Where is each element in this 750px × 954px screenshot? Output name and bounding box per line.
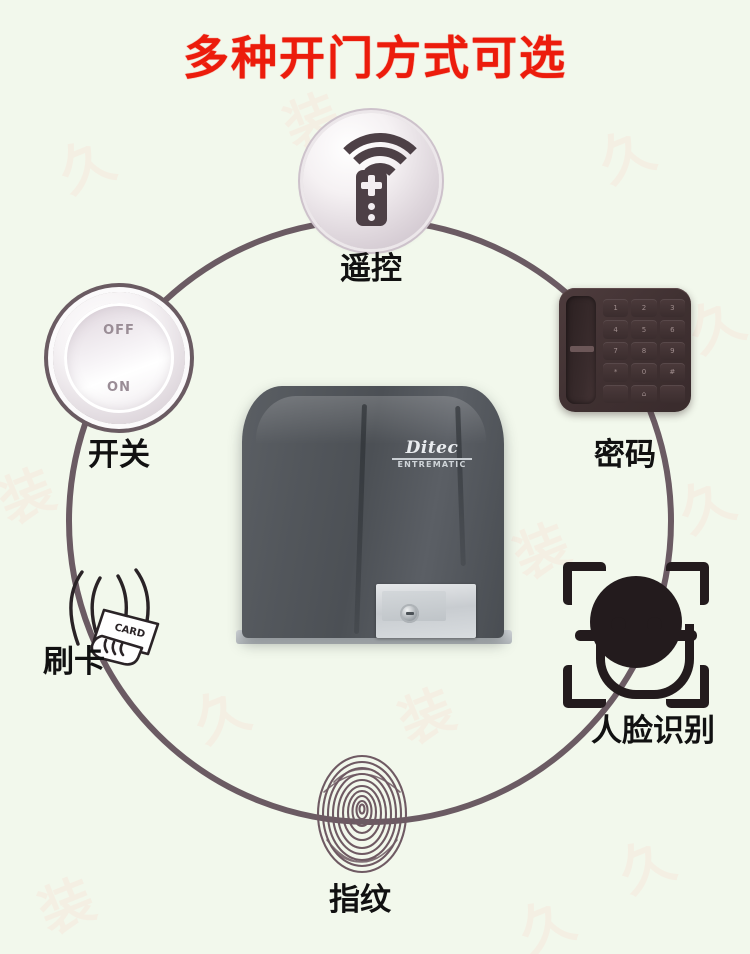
face-scan-line [575,630,697,641]
keypad-side-panel [566,296,596,404]
keypad-key[interactable]: 0 [631,363,657,382]
device-release-panel[interactable] [376,584,476,638]
keypad-grid[interactable]: 1 2 3 4 5 6 7 8 9 * 0 # ⌂ [603,299,685,403]
wifi-wave-inner [358,163,402,207]
device-panel-inset [382,591,446,623]
dpad-horizontal [361,182,382,189]
scan-bracket-bottom-right [666,665,709,708]
fingerprint-svg [316,754,408,874]
label-face-recognition: 人脸识别 [591,713,715,749]
gate-motor-device: Ditec ENTREMATIC [232,378,520,650]
keypad-key[interactable]: 4 [603,320,629,339]
keypad-slot [570,346,594,352]
device-body: Ditec ENTREMATIC [242,386,504,638]
keypad-key[interactable]: 2 [631,299,657,318]
remote-button-dot [368,214,375,221]
device-highlight [256,396,486,444]
toggle-switch-icon[interactable]: OFF ON [53,292,185,424]
rfid-card-svg: CARD [69,568,160,666]
keypad-key[interactable]: # [659,363,685,382]
remote-button-dot [368,203,375,210]
keypad-key[interactable] [603,384,629,403]
keypad-key[interactable]: 6 [659,320,685,339]
device-lock-cylinder[interactable] [400,604,419,623]
device-logo-underline [392,458,472,460]
face-outline [596,624,694,699]
face-head [590,576,682,668]
scan-bracket-top-left [563,562,606,605]
keypad-key[interactable]: 5 [631,320,657,339]
label-fingerprint: 指纹 [329,882,391,918]
remote-control-icon[interactable] [303,113,439,249]
face-eye-left [611,617,626,632]
rfid-card-icon[interactable]: CARD [48,562,174,668]
keypad-key[interactable]: 9 [659,341,685,361]
keypad-icon[interactable]: 1 2 3 4 5 6 7 8 9 * 0 # ⌂ [559,288,691,412]
switch-off-text: OFF [103,323,135,338]
label-keypad: 密码 [594,437,656,473]
wifi-wave-middle [342,147,418,223]
remote-body-icon [356,170,387,226]
page-title: 多种开门方式可选 [183,31,567,85]
keypad-key[interactable]: 1 [603,299,629,318]
label-remote: 遥控 [340,251,402,287]
scan-bracket-bottom-left [563,665,606,708]
scan-bracket-top-right [666,562,709,605]
keypad-key[interactable]: 3 [659,299,685,318]
wifi-wave-outer [328,133,432,237]
keypad-enter-key[interactable]: ⌂ [631,384,657,403]
switch-face: OFF ON [64,303,174,413]
device-lock-slot [406,612,414,615]
keypad-key[interactable]: 7 [603,341,629,361]
label-switch: 开关 [88,437,150,473]
keypad-key[interactable] [659,384,685,403]
switch-on-text: ON [107,380,131,395]
keypad-key[interactable]: 8 [631,341,657,361]
label-card: 刷卡 [43,644,105,680]
face-recognition-icon[interactable] [563,562,709,708]
device-sub-brand: ENTREMATIC [397,460,467,469]
fingerprint-icon[interactable] [314,752,410,876]
face-eye-right [647,617,662,632]
keypad-key[interactable]: * [603,363,629,382]
device-brand-logo: Ditec [405,438,459,458]
